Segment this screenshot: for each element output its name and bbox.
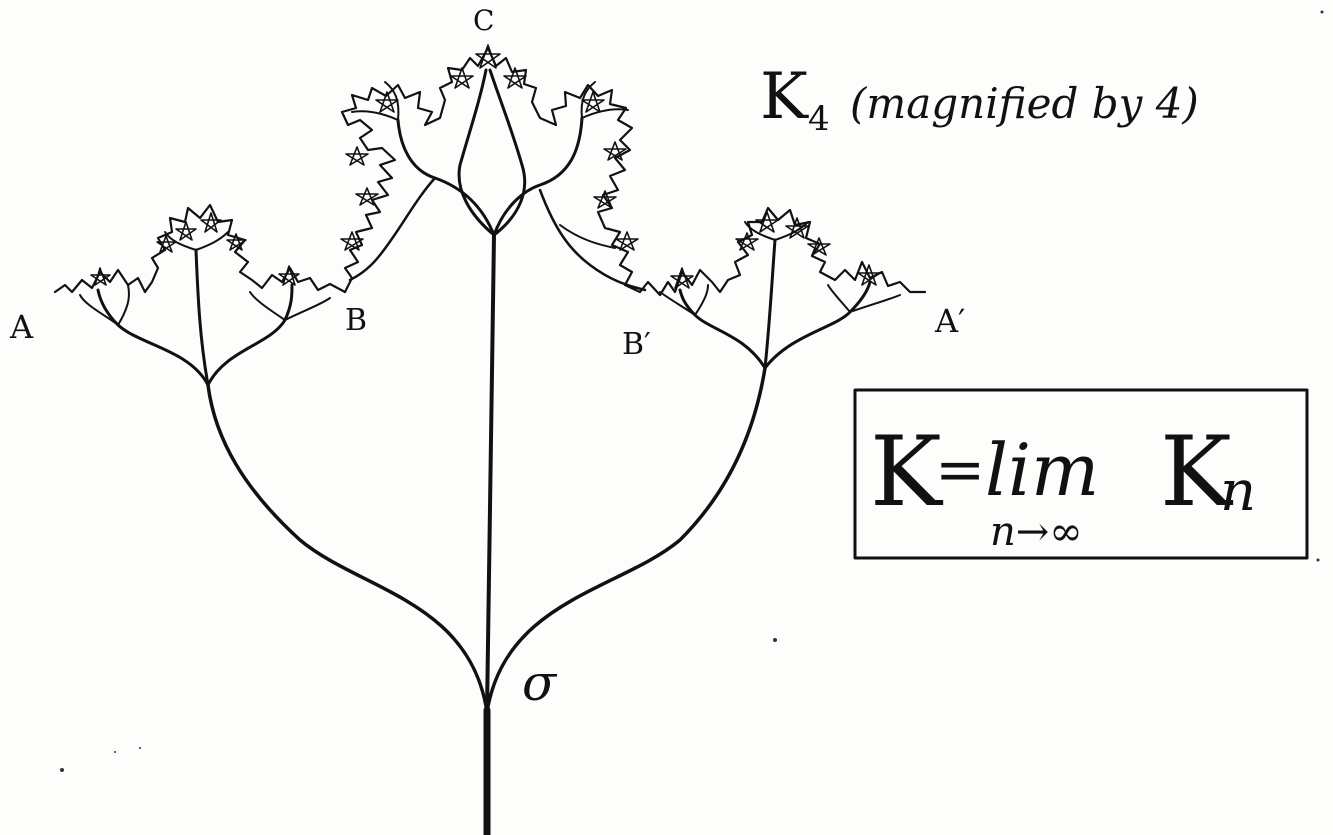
- formula-rhs-subscript: n: [1220, 459, 1256, 524]
- title-group: K 4 (magnified by 4): [760, 60, 1199, 139]
- formula-box: [853, 388, 1309, 560]
- formula-equals: =: [935, 435, 985, 505]
- formula-operator: lim: [985, 428, 1099, 512]
- label-b: B: [345, 303, 367, 338]
- right-subtree: [658, 206, 927, 370]
- formula-lhs: K: [870, 416, 944, 528]
- label-c: C: [473, 4, 494, 37]
- formula-limit: n→∞: [990, 509, 1083, 555]
- label-b-prime: B′: [622, 327, 651, 362]
- title-subscript: 4: [808, 99, 830, 139]
- formula: K = lim n→∞ K n: [870, 416, 1256, 555]
- label-a-prime: A′: [934, 302, 965, 340]
- label-a: A: [9, 308, 34, 346]
- paper-specks: [60, 10, 1324, 772]
- title-note: (magnified by 4): [850, 79, 1199, 128]
- main-branches: [206, 366, 767, 714]
- tree-trunk: [483, 233, 496, 835]
- title-symbol: K: [760, 60, 809, 134]
- left-subtree: [53, 203, 347, 387]
- formula-rhs-symbol: K: [1160, 416, 1234, 528]
- central-subtree: [340, 44, 662, 297]
- label-sigma: σ: [522, 654, 558, 712]
